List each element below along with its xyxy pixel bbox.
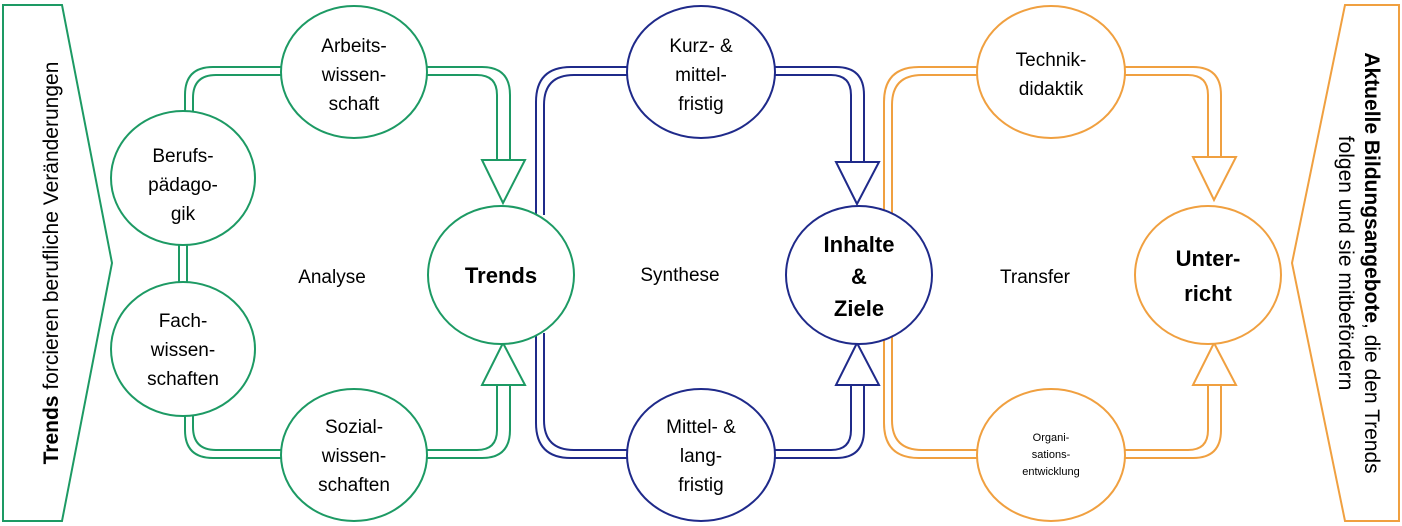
phase-label-transfer: Transfer <box>1000 267 1071 288</box>
svg-text:Inhalte&Ziele: Inhalte&Ziele <box>824 232 895 321</box>
svg-text:Arbeits-wissen-schaft: Arbeits-wissen-schaft <box>321 36 387 115</box>
node-mittel-langfristig: Mittel- &lang-fristig <box>626 388 776 522</box>
phase-label-synthese: Synthese <box>640 265 719 286</box>
right-banner-shape <box>1290 4 1400 522</box>
svg-text:Unter-richt: Unter-richt <box>1176 246 1241 306</box>
analysis-connectors <box>178 66 527 459</box>
svg-text:Organi-sations-entwicklung: Organi-sations-entwicklung <box>1022 432 1079 478</box>
right-banner-text: Aktuelle Bildungsangebote, die den Trend… <box>1334 52 1383 473</box>
svg-text:Fach-wissen-schaften: Fach-wissen-schaften <box>147 311 219 390</box>
left-banner-shape <box>2 4 114 522</box>
node-technikdidaktik: Technik-didaktik <box>976 5 1126 139</box>
svg-text:Sozial-wissen-schaften: Sozial-wissen-schaften <box>318 417 390 496</box>
node-arbeitswissenschaft: Arbeits-wissen-schaft <box>280 5 428 139</box>
node-berufspaedagogik: Berufs-pädago-gik <box>110 110 256 246</box>
node-sozialwissenschaften: Sozial-wissen-schaften <box>280 388 428 522</box>
synthesis-connectors <box>535 66 881 459</box>
right-banner: Aktuelle Bildungsangebote, die den Trend… <box>1290 4 1400 522</box>
svg-text:Mittel- &lang-fristig: Mittel- &lang-fristig <box>666 417 736 496</box>
left-banner: Trends forcieren berufliche Veränderunge… <box>2 4 114 522</box>
node-fachwissenschaften: Fach-wissen-schaften <box>110 281 256 417</box>
node-kurz-mittelfristig: Kurz- &mittel-fristig <box>626 5 776 139</box>
svg-text:Kurz- &mittel-fristig: Kurz- &mittel-fristig <box>669 36 733 115</box>
node-inhalte-ziele: Inhalte&Ziele <box>785 205 933 345</box>
left-banner-text: Trends forcieren berufliche Veränderunge… <box>40 62 63 465</box>
node-trends: Trends <box>427 205 575 345</box>
svg-text:Technik-didaktik: Technik-didaktik <box>1016 50 1087 100</box>
node-organisationsentwicklung: Organi-sations-entwicklung <box>976 388 1126 522</box>
svg-text:Trends: Trends <box>465 263 537 288</box>
node-unterricht: Unter-richt <box>1134 205 1282 345</box>
svg-text:Berufs-pädago-gik: Berufs-pädago-gik <box>148 146 218 225</box>
phase-label-analyse: Analyse <box>298 267 366 288</box>
transfer-connectors <box>883 66 1238 459</box>
